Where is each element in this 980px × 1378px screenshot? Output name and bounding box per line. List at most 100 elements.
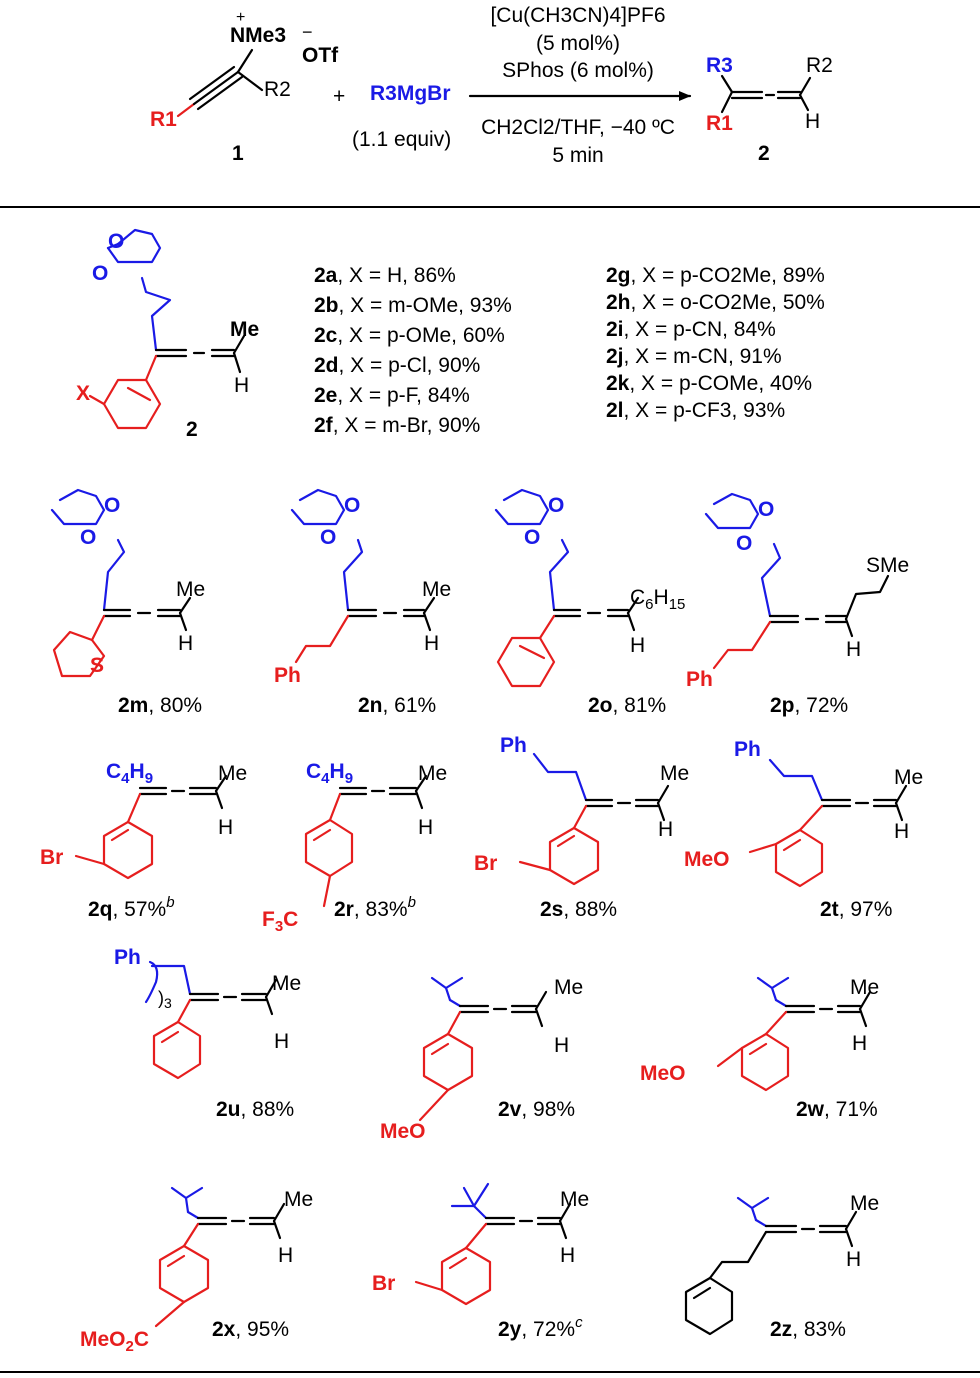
entry-id: 2c [314, 324, 338, 347]
product-2-general: R3 R1 R2 H 2 [706, 54, 833, 165]
entry-id: 2f [314, 414, 334, 437]
prod-h: H [805, 110, 820, 133]
c4h9-2q: C4H9 [106, 760, 153, 787]
label-2s: 2s, 88% [540, 898, 617, 921]
c6h15-2o: C6H15 [630, 586, 685, 613]
br-2s: Br [474, 852, 497, 875]
entry-id: 2d [314, 354, 339, 377]
ph-2n: Ph [274, 664, 301, 687]
plus-sign: + [333, 85, 345, 108]
compound-2t: Ph MeO Me H 2t, 97% [684, 738, 923, 921]
o-2p-a: O [758, 498, 774, 521]
ph-2s: Ph [500, 734, 527, 757]
entry-2k: 2k, X = p-COMe, 40% [606, 372, 812, 395]
compound-2m: O O S Me H 2m, 80% [50, 488, 205, 717]
entry-2h: 2h, X = o-CO2Me, 50% [606, 291, 825, 314]
starting-material-1: NMe3 + − OTf R2 R1 1 [150, 9, 339, 165]
h-2y: H [560, 1244, 575, 1267]
me-2v: Me [554, 976, 583, 999]
compound-2y: Br Me H 2y, 72%c [372, 1182, 589, 1341]
h-2v: H [554, 1034, 569, 1057]
reaction-time: 5 min [552, 144, 603, 167]
label-2u: 2u, 88% [216, 1098, 294, 1121]
entry-text: , X = m-OMe, 93% [339, 294, 512, 317]
entry-id: 2h [606, 291, 631, 314]
entry-id: 2e [314, 384, 337, 407]
meo-2w: MeO [640, 1062, 686, 1085]
s-2m: S [90, 654, 104, 677]
compound-2z: Me H 2z, 83% [684, 1192, 879, 1341]
label-2n: 2n, 61% [358, 694, 436, 717]
h-2o: H [630, 634, 645, 657]
sm-otf: OTf [302, 44, 339, 67]
entry-text: , X = H, 86% [337, 264, 455, 287]
prod-r2: R2 [806, 54, 833, 77]
entry-id: 2b [314, 294, 339, 317]
label-2q: 2q, 57%b [88, 894, 175, 921]
entry-text: , X = p-CN, 84% [624, 318, 776, 341]
compound-2v: MeO Me H 2v, 98% [380, 976, 583, 1143]
h-2n: H [424, 632, 439, 655]
product-label: 2 [758, 142, 770, 165]
h-2u: H [274, 1030, 289, 1053]
me-2w: Me [850, 976, 879, 999]
entry-2b: 2b, X = m-OMe, 93% [314, 294, 512, 317]
dioxane-o1: O [108, 230, 124, 253]
label-2w: 2w, 71% [796, 1098, 878, 1121]
label-2x: 2x, 95% [212, 1318, 289, 1341]
prod-r3: R3 [706, 54, 733, 77]
sm-label: 1 [232, 142, 244, 165]
me-2s: Me [660, 762, 689, 785]
paren-2u: )3 [158, 988, 172, 1011]
entry-text: , X = p-CF3, 93% [624, 399, 786, 422]
me-2q: Me [218, 762, 247, 785]
me-2r: Me [418, 762, 447, 785]
entry-text: , X = p-Cl, 90% [339, 354, 481, 377]
h-2w: H [852, 1032, 867, 1055]
me-2z: Me [850, 1192, 879, 1215]
label-2t: 2t, 97% [820, 898, 892, 921]
entry-2a: 2a, X = H, 86% [314, 264, 456, 287]
grignard-reagent: R3MgBr [370, 82, 451, 105]
ph-2u: Ph [114, 946, 141, 969]
sm-r2: R2 [264, 78, 291, 101]
ph-2t: Ph [734, 738, 761, 761]
o-2n-a: O [344, 494, 360, 517]
compound-2r: C4H9 F3C Me H 2r, 83%b [262, 760, 447, 935]
ligand-text: SPhos (6 mol%) [502, 59, 654, 82]
o-2p-b: O [736, 532, 752, 555]
h-2m: H [178, 632, 193, 655]
br-2y: Br [372, 1272, 395, 1295]
entry-id: 2l [606, 399, 624, 422]
substituent-list-left: 2a, X = H, 86%2b, X = m-OMe, 93%2c, X = … [314, 264, 512, 437]
o-2o-a: O [548, 494, 564, 517]
reaction-conditions: [Cu(CH3CN)4]PF6 (5 mol%) SPhos (6 mol%) … [468, 4, 692, 167]
substituent-list-right: 2g, X = p-CO2Me, 89%2h, X = o-CO2Me, 50%… [606, 264, 825, 422]
me-2m: Me [176, 578, 205, 601]
sm-nme3: NMe3 [230, 24, 286, 47]
entry-id: 2a [314, 264, 338, 287]
catalyst-text: [Cu(CH3CN)4]PF6 [490, 4, 665, 27]
general-h: H [234, 374, 249, 397]
entry-text: , X = o-CO2Me, 50% [631, 291, 825, 314]
o-2o-b: O [524, 526, 540, 549]
general-structure-2: O O Me H X 2 [76, 228, 259, 441]
h-2p: H [846, 638, 861, 661]
compound-2p: O O Ph SMe H 2p, 72% [686, 492, 909, 717]
compound-2u: Ph )3 Me H 2u, 88% [114, 946, 301, 1121]
entry-2d: 2d, X = p-Cl, 90% [314, 354, 480, 377]
compound-2q: C4H9 Br Me H 2q, 57%b [40, 760, 247, 921]
catalyst-loading: (5 mol%) [536, 32, 620, 55]
entry-2i: 2i, X = p-CN, 84% [606, 318, 776, 341]
compound-2s: Ph Br Me H 2s, 88% [474, 734, 689, 921]
compound-2o: O O C6H15 H 2o, 81% [494, 488, 685, 717]
entry-id: 2j [606, 345, 624, 368]
ph-2p: Ph [686, 668, 713, 691]
entry-2l: 2l, X = p-CF3, 93% [606, 399, 785, 422]
entry-text: , X = m-Br, 90% [333, 414, 481, 437]
o-2n-b: O [320, 526, 336, 549]
h-2x: H [278, 1244, 293, 1267]
f3c-2r: F3C [262, 908, 298, 935]
entry-2j: 2j, X = m-CN, 91% [606, 345, 782, 368]
solvent-temp: CH2Cl2/THF, −40 ºC [481, 116, 675, 139]
